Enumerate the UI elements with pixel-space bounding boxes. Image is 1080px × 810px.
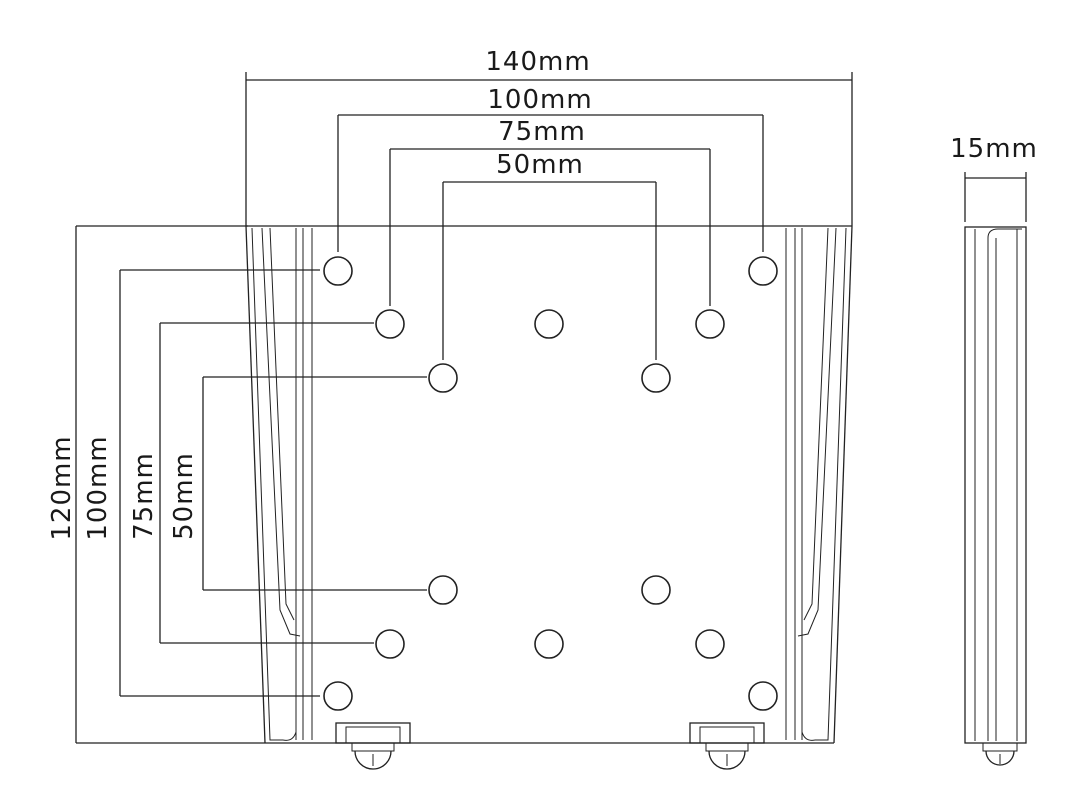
lock-clip-left-knob bbox=[354, 750, 392, 770]
lock-clip-left-body bbox=[335, 722, 411, 744]
top-dimensions: 140mm 100mm 75mm 50mm bbox=[245, 47, 853, 360]
height-100-label: 100mm bbox=[83, 435, 113, 540]
hole-50-top-right bbox=[641, 363, 671, 393]
left-flange-groove bbox=[261, 227, 301, 637]
bracket-front-view bbox=[245, 225, 853, 770]
height-120-label: 120mm bbox=[47, 435, 77, 540]
lock-clip-right bbox=[689, 722, 765, 770]
left-flange-foot bbox=[282, 731, 297, 741]
side-clip-tab bbox=[982, 742, 1018, 752]
height-75-label: 75mm bbox=[129, 452, 159, 540]
lock-clip-right-inner bbox=[699, 726, 755, 744]
hole-100-bottom-right bbox=[748, 681, 778, 711]
hole-75-bottom-right bbox=[695, 629, 725, 659]
side-profile-plate bbox=[987, 228, 1022, 741]
right-flange-inner bbox=[815, 227, 847, 741]
right-flange-outer bbox=[833, 225, 853, 744]
left-flange-groove-2 bbox=[269, 227, 295, 621]
left-dimensions: 120mm 100mm 75mm 50mm bbox=[47, 225, 427, 744]
hole-center-top bbox=[534, 309, 564, 339]
right-flange-groove-2 bbox=[803, 227, 829, 621]
lock-clip-right-knob bbox=[708, 750, 746, 770]
lock-clip-right-tab bbox=[705, 742, 749, 752]
width-100-label: 100mm bbox=[487, 85, 592, 115]
width-50-label: 50mm bbox=[496, 150, 584, 180]
hole-100-top-left bbox=[323, 256, 353, 286]
hole-75-top-left bbox=[375, 309, 405, 339]
side-clip-knob bbox=[985, 750, 1015, 766]
right-flange-groove bbox=[797, 227, 837, 637]
hole-100-bottom-left bbox=[323, 681, 353, 711]
hole-100-top-right bbox=[748, 256, 778, 286]
hole-center-bottom bbox=[534, 629, 564, 659]
hole-50-bottom-right bbox=[641, 575, 671, 605]
hole-75-bottom-left bbox=[375, 629, 405, 659]
hole-75-top-right bbox=[695, 309, 725, 339]
width-140-label: 140mm bbox=[485, 47, 590, 77]
lock-clip-left bbox=[335, 722, 411, 770]
left-flange-inner bbox=[251, 227, 283, 741]
hole-50-bottom-left bbox=[428, 575, 458, 605]
lock-clip-right-body bbox=[689, 722, 765, 744]
bracket-side-view: 15mm bbox=[950, 134, 1038, 766]
height-50-label: 50mm bbox=[169, 452, 199, 540]
depth-15-label: 15mm bbox=[950, 134, 1038, 164]
hole-50-top-left bbox=[428, 363, 458, 393]
lock-clip-left-tab bbox=[351, 742, 395, 752]
lock-clip-left-inner bbox=[345, 726, 401, 744]
right-flange-foot bbox=[801, 731, 816, 741]
left-flange-outer bbox=[245, 225, 266, 744]
width-75-label: 75mm bbox=[498, 117, 586, 147]
